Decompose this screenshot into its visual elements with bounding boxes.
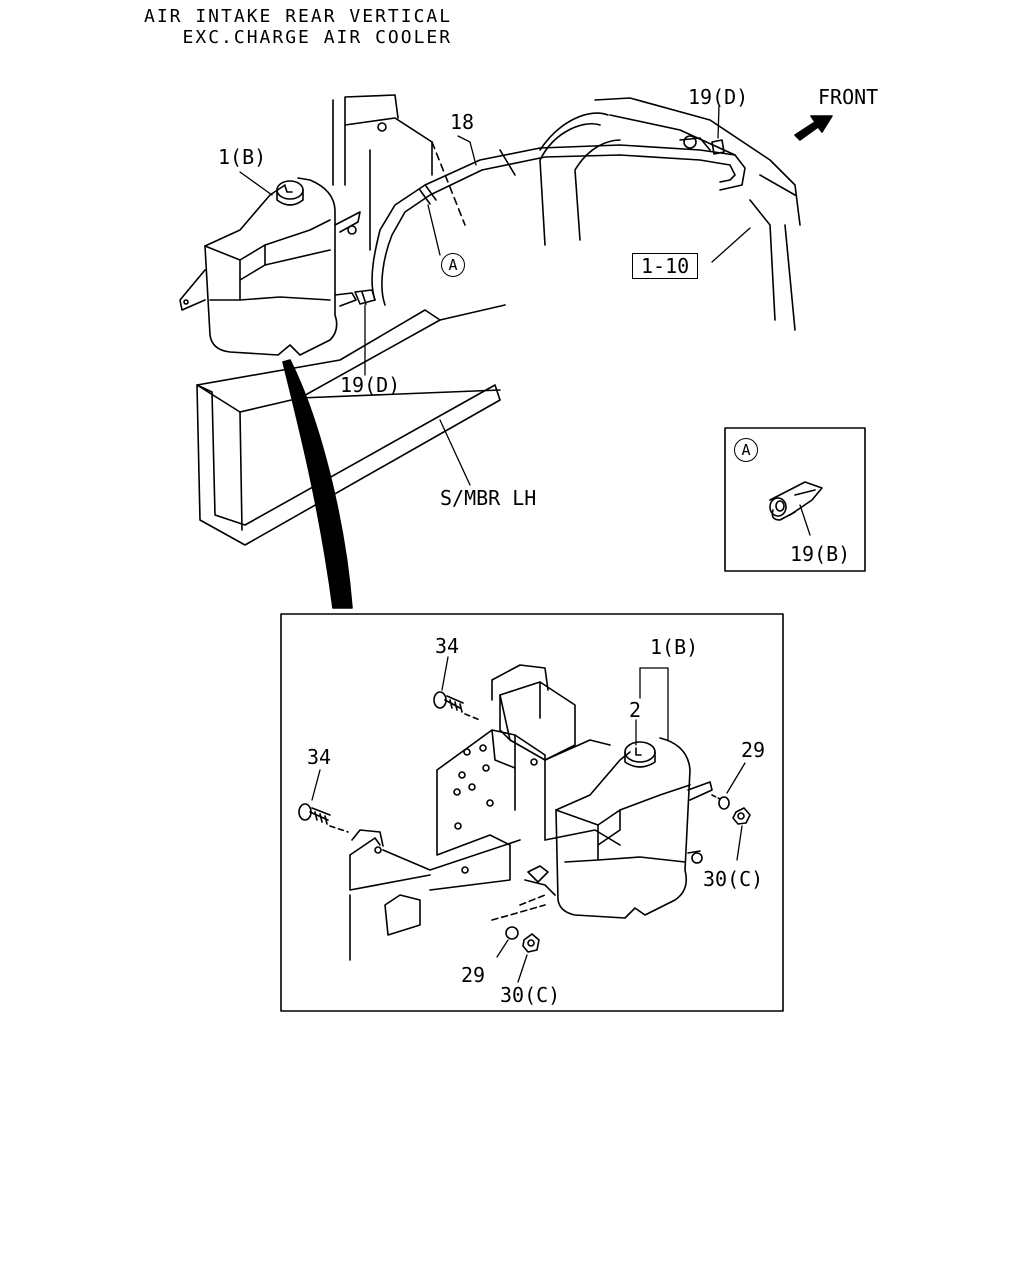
washer-nut-bottom [491,894,546,953]
hose-18-label: 18 [450,110,475,134]
tank-1b-lower-label: 1(B) [650,635,699,659]
washer-29-right-label: 29 [741,738,766,762]
leader-lines-upper [239,105,751,486]
leader-lines-lower [311,656,746,983]
bolt-34-lower [298,803,349,833]
detail-frame [280,613,784,1012]
clip-19d-tank-label: 19(D) [340,373,401,397]
reservoir-tank-lower [555,737,713,919]
nut-30c-bottom-label: 30(C) [500,983,561,1007]
reservoir-tank-upper [179,177,361,356]
side-member [196,304,506,546]
ref-1-10-box: 1-10 [632,253,699,279]
bolt-34-upper-label: 34 [435,634,460,658]
clip-19d-tank [354,289,376,305]
side-member-label: S/MBR LH [440,486,537,510]
tank-1b-upper-label: 1(B) [218,145,267,169]
washer-29-bottom-label: 29 [461,963,486,987]
title-line-1: AIR INTAKE REAR VERTICAL [144,6,453,27]
detail-a-clip-label: 19(B) [790,542,851,566]
diagram-title: AIR INTAKE REAR VERTICAL EXC.CHARGE AIR … [144,6,452,48]
bolt-34-lower-label: 34 [307,745,332,769]
radiator-shroud [332,94,801,331]
callout-a-circle: A [441,253,465,277]
nut-30c-right-label: 30(C) [703,867,764,891]
detail-a-marker: A [734,438,758,462]
detail-a-clip-drawing [769,481,823,536]
bolt-34-upper [433,691,481,721]
detail-pointer-arrow [282,359,353,609]
washer-nut-right [711,794,751,825]
front-arrow [794,115,833,141]
detail-a-frame [724,427,866,572]
title-line-2: EXC.CHARGE AIR COOLER [182,27,453,48]
cap-2-label: 2 [629,698,642,722]
front-label: FRONT [818,85,879,109]
clip-19d-top-label: 19(D) [688,85,749,109]
clip-19d-top [679,135,725,155]
overflow-hose [371,144,746,306]
mounting-bracket [349,664,621,961]
